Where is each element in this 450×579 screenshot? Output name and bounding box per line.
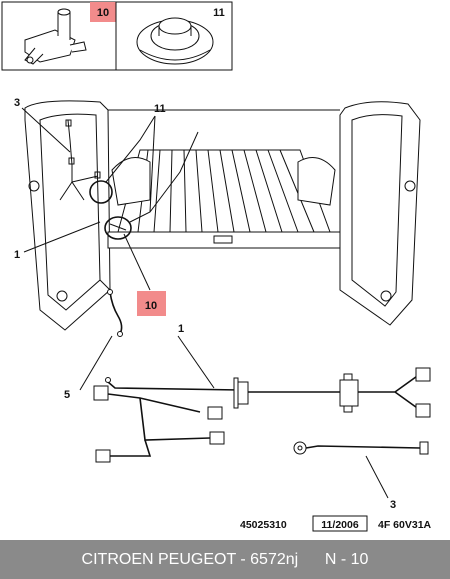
callout-11: 11 [154, 103, 166, 115]
reference-code: 4F 60V31A [378, 519, 432, 531]
callout-3-top: 3 [14, 97, 20, 109]
part-1-harness [93, 367, 431, 463]
van-rear-illustration [24, 100, 421, 331]
callout-10-highlight [137, 291, 166, 316]
callout-1-bottom: 1 [178, 323, 184, 335]
footer-brand-text: CITROEN PEUGEOT - 6572nj [81, 550, 299, 568]
thumbnail-10: 10 [1, 1, 117, 71]
wiring-diagram: 10 11 [1, 1, 432, 532]
callout-leaders [21, 107, 389, 499]
callout-10: 10 [145, 300, 157, 312]
callout-1-left: 1 [14, 249, 20, 261]
footer-bar: CITROEN PEUGEOT - 6572nj N - 10 [0, 540, 450, 579]
part-5-cable [107, 289, 123, 337]
callout-3-bottom: 3 [390, 499, 396, 511]
reference-line: 45025310 11/2006 4F 60V31A [240, 515, 432, 532]
thumbnail-10-label: 10 [97, 7, 109, 19]
callout-5: 5 [64, 389, 70, 401]
part-3-cable [293, 441, 429, 455]
reference-date: 11/2006 [321, 519, 359, 531]
reference-part-number: 45025310 [240, 519, 287, 531]
footer-spacer [298, 551, 325, 569]
thumbnail-11: 11 [115, 1, 233, 71]
footer-page-number: N - 10 [324, 550, 369, 568]
thumbnail-11-label: 11 [213, 7, 225, 19]
